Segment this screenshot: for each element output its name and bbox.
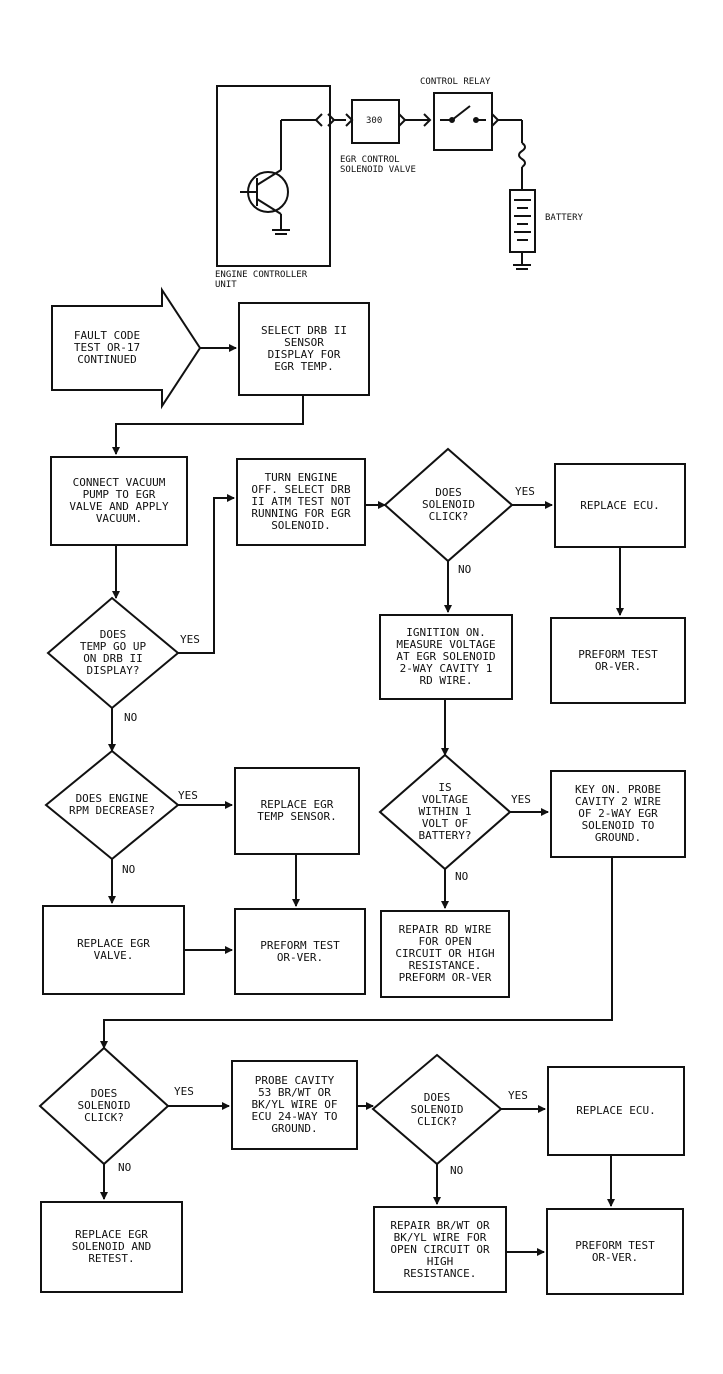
step-replace-ecu-2: REPLACE ECU.: [547, 1066, 685, 1156]
ecu-box: [216, 85, 331, 267]
no-label-d3: NO: [122, 863, 136, 876]
decision-voltage-within: IS VOLTAGE WITHIN 1 VOLT OF BATTERY?: [418, 781, 472, 842]
step-repair-rd-wire: REPAIR RD WIRE FOR OPEN CIRCUIT OR HIGH …: [380, 910, 510, 998]
yes-label-d1: YES: [180, 633, 200, 646]
step-select-egr-temp: SELECT DRB II SENSOR DISPLAY FOR EGR TEM…: [238, 302, 370, 396]
step-repair-br-wt-wire: REPAIR BR/WT OR BK/YL WIRE FOR OPEN CIRC…: [373, 1206, 507, 1293]
yes-label-d3: YES: [178, 789, 198, 802]
battery-label: BATTERY: [545, 213, 583, 223]
no-label-d6: NO: [450, 1164, 464, 1177]
control-relay-box: [433, 92, 493, 151]
step-ignition-on-measure: IGNITION ON. MEASURE VOLTAGE AT EGR SOLE…: [379, 614, 513, 700]
decision-solenoid-click-2: DOES SOLENOID CLICK?: [77, 1087, 131, 1124]
decision-solenoid-click-3: DOES SOLENOID CLICK?: [410, 1090, 464, 1128]
start-text: FAULT CODE TEST OR-17 CONTINUED: [73, 329, 141, 366]
step-replace-egr-temp-sensor: REPLACE EGR TEMP SENSOR.: [234, 767, 360, 855]
yes-label-d5: YES: [174, 1085, 194, 1098]
step-connect-vacuum: CONNECT VACUUM PUMP TO EGR VALVE AND APP…: [50, 456, 188, 546]
yes-label-d4: YES: [511, 793, 531, 806]
solenoid-value: 300: [366, 116, 383, 126]
relay-label: CONTROL RELAY: [420, 77, 491, 87]
step-key-on-probe: KEY ON. PROBE CAVITY 2 WIRE OF 2-WAY EGR…: [550, 770, 686, 858]
step-replace-egr-solenoid: REPLACE EGR SOLENOID AND RETEST.: [40, 1201, 183, 1293]
step-replace-ecu-1: REPLACE ECU.: [554, 463, 686, 548]
decision-temp-up: DOES TEMP GO UP ON DRB II DISPLAY?: [79, 628, 147, 677]
yes-label-d2: YES: [515, 485, 535, 498]
no-label-d2: NO: [458, 563, 472, 576]
yes-label-d6: YES: [508, 1089, 528, 1102]
step-preform-test-1: PREFORM TEST OR-VER.: [550, 617, 686, 704]
step-preform-test-3: PREFORM TEST OR-VER.: [546, 1208, 684, 1295]
decision-solenoid-click-1: DOES SOLENOID CLICK?: [422, 486, 475, 523]
start-arrow-shape: [51, 286, 202, 410]
step-probe-cavity-53: PROBE CAVITY 53 BR/WT OR BK/YL WIRE OF E…: [231, 1060, 358, 1150]
solenoid-valve-box: [351, 99, 400, 144]
step-turn-engine-off: TURN ENGINE OFF. SELECT DRB II ATM TEST …: [236, 458, 366, 546]
decision-rpm-decrease: DOES ENGINE RPM DECREASE?: [68, 792, 156, 817]
ecu-label: ENGINE CONTROLLER UNIT: [215, 270, 308, 290]
no-label-d5: NO: [118, 1161, 132, 1174]
step-replace-egr-valve: REPLACE EGR VALVE.: [42, 905, 185, 995]
no-label-d1: NO: [124, 711, 138, 724]
solenoid-label: EGR CONTROL SOLENOID VALVE: [340, 155, 416, 175]
step-preform-test-2: PREFORM TEST OR-VER.: [234, 908, 366, 995]
no-label-d4: NO: [455, 870, 469, 883]
